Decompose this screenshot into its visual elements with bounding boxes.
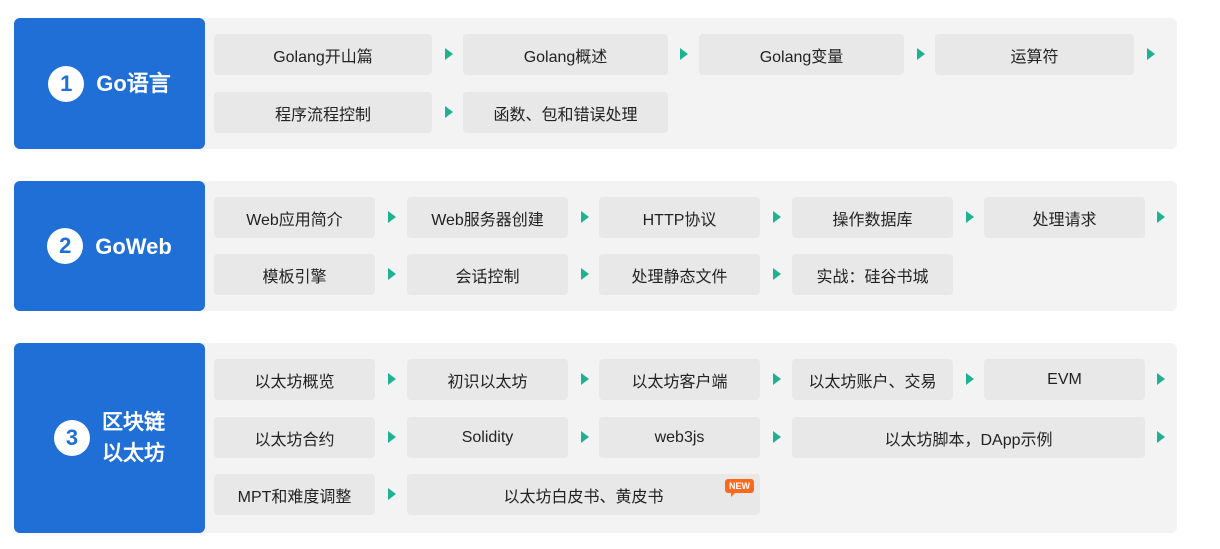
course-item-label: Golang概述 <box>523 48 608 66</box>
course-item-label: 初识以太坊 <box>447 373 528 391</box>
course-item[interactable]: Web应用简介 <box>214 197 375 238</box>
course-item-label: 实战：硅谷书城 <box>816 268 929 286</box>
course-item-label: 运算符 <box>1010 48 1059 66</box>
course-item[interactable]: 以太坊概览 <box>214 359 375 400</box>
section-go-language: 1 Go语言 Golang开山篇 Golang概述 Golang变量 运算符 程… <box>14 18 1177 149</box>
course-item-label: 会话控制 <box>455 268 520 286</box>
section-badge: 1 Go语言 <box>14 18 205 149</box>
section-goweb: 2 GoWeb Web应用简介 Web服务器创建 HTTP协议 操作数据库 处理… <box>14 181 1177 311</box>
arrow-right-icon <box>966 373 974 385</box>
course-item-label: 以太坊合约 <box>254 431 335 449</box>
course-item[interactable]: 初识以太坊 <box>407 359 568 400</box>
course-item-label: 以太坊账户、交易 <box>808 373 937 391</box>
course-item-label: HTTP协议 <box>642 211 717 229</box>
section-number: 2 <box>47 228 84 264</box>
arrow-right-icon <box>680 48 688 60</box>
course-item-label: Solidity <box>461 428 514 446</box>
arrow-right-icon <box>388 431 396 443</box>
course-item[interactable]: 函数、包和错误处理 <box>463 92 668 133</box>
course-item[interactable]: 运算符 <box>935 34 1134 75</box>
arrow-right-icon <box>445 106 453 118</box>
course-item-label: 操作数据库 <box>832 211 913 229</box>
arrow-right-icon <box>581 268 589 280</box>
course-item[interactable]: 以太坊账户、交易 <box>792 359 953 400</box>
course-item-label: Golang开山篇 <box>273 48 373 66</box>
section-badge: 2 GoWeb <box>14 181 205 311</box>
section-title: GoWeb <box>95 233 172 259</box>
arrow-right-icon <box>445 48 453 60</box>
course-item-label: 函数、包和错误处理 <box>493 106 638 124</box>
section-blockchain-ethereum: 3 区块链 以太坊 以太坊概览 初识以太坊 以太坊客户端 以太坊账户、交易 EV… <box>14 343 1177 533</box>
arrow-right-icon <box>581 211 589 223</box>
course-item[interactable]: Golang概述 <box>463 34 668 75</box>
course-item-label: EVM <box>1047 370 1082 388</box>
arrow-right-icon <box>773 268 781 280</box>
section-title-line1: 区块链 <box>102 411 165 434</box>
course-item[interactable]: MPT和难度调整 <box>214 474 375 515</box>
arrow-right-icon <box>1157 373 1165 385</box>
course-item-label: 处理静态文件 <box>631 268 728 286</box>
new-badge: NEW <box>725 479 754 497</box>
course-item-label: Web服务器创建 <box>431 211 544 229</box>
arrow-right-icon <box>1147 48 1155 60</box>
arrow-right-icon <box>773 431 781 443</box>
course-item-label: 以太坊客户端 <box>631 373 728 391</box>
course-item[interactable]: Golang变量 <box>699 34 904 75</box>
course-item-label: 以太坊概览 <box>254 373 335 391</box>
course-item[interactable]: HTTP协议 <box>599 197 760 238</box>
course-item[interactable]: 程序流程控制 <box>214 92 432 133</box>
course-item-label: Golang变量 <box>759 48 844 66</box>
course-item[interactable]: 以太坊白皮书、黄皮书 NEW <box>407 474 760 515</box>
course-item[interactable]: web3js <box>599 417 760 458</box>
course-item-label: 以太坊白皮书、黄皮书 <box>503 488 664 506</box>
course-item[interactable]: 处理请求 <box>984 197 1145 238</box>
course-item-label: MPT和难度调整 <box>237 488 352 506</box>
course-item[interactable]: 以太坊脚本，DApp示例 <box>792 417 1145 458</box>
course-item[interactable]: 模板引擎 <box>214 254 375 295</box>
course-item[interactable]: EVM <box>984 359 1145 400</box>
course-item[interactable]: Golang开山篇 <box>214 34 432 75</box>
course-item[interactable]: 处理静态文件 <box>599 254 760 295</box>
course-item-label: Web应用简介 <box>246 211 343 229</box>
arrow-right-icon <box>388 373 396 385</box>
arrow-right-icon <box>581 373 589 385</box>
arrow-right-icon <box>773 373 781 385</box>
section-title: 区块链 以太坊 <box>102 407 165 469</box>
course-item[interactable]: Solidity <box>407 417 568 458</box>
arrow-right-icon <box>388 211 396 223</box>
section-number: 3 <box>54 420 90 456</box>
arrow-right-icon <box>773 211 781 223</box>
course-item-label: 处理请求 <box>1032 211 1097 229</box>
course-item-label: 程序流程控制 <box>274 106 371 124</box>
course-item[interactable]: 会话控制 <box>407 254 568 295</box>
arrow-right-icon <box>388 268 396 280</box>
course-item-label: 模板引擎 <box>262 268 327 286</box>
arrow-right-icon <box>917 48 925 60</box>
course-item[interactable]: 实战：硅谷书城 <box>792 254 953 295</box>
course-item-label: web3js <box>654 428 705 446</box>
course-item[interactable]: 以太坊客户端 <box>599 359 760 400</box>
arrow-right-icon <box>966 211 974 223</box>
course-item[interactable]: Web服务器创建 <box>407 197 568 238</box>
arrow-right-icon <box>1157 211 1165 223</box>
section-title-line2: 以太坊 <box>102 442 165 465</box>
section-title: Go语言 <box>96 71 171 96</box>
section-badge: 3 区块链 以太坊 <box>14 343 205 533</box>
arrow-right-icon <box>1157 431 1165 443</box>
arrow-right-icon <box>388 488 396 500</box>
course-item[interactable]: 以太坊合约 <box>214 417 375 458</box>
section-number: 1 <box>48 65 85 102</box>
arrow-right-icon <box>581 431 589 443</box>
course-item-label: 以太坊脚本，DApp示例 <box>884 431 1053 449</box>
course-item[interactable]: 操作数据库 <box>792 197 953 238</box>
